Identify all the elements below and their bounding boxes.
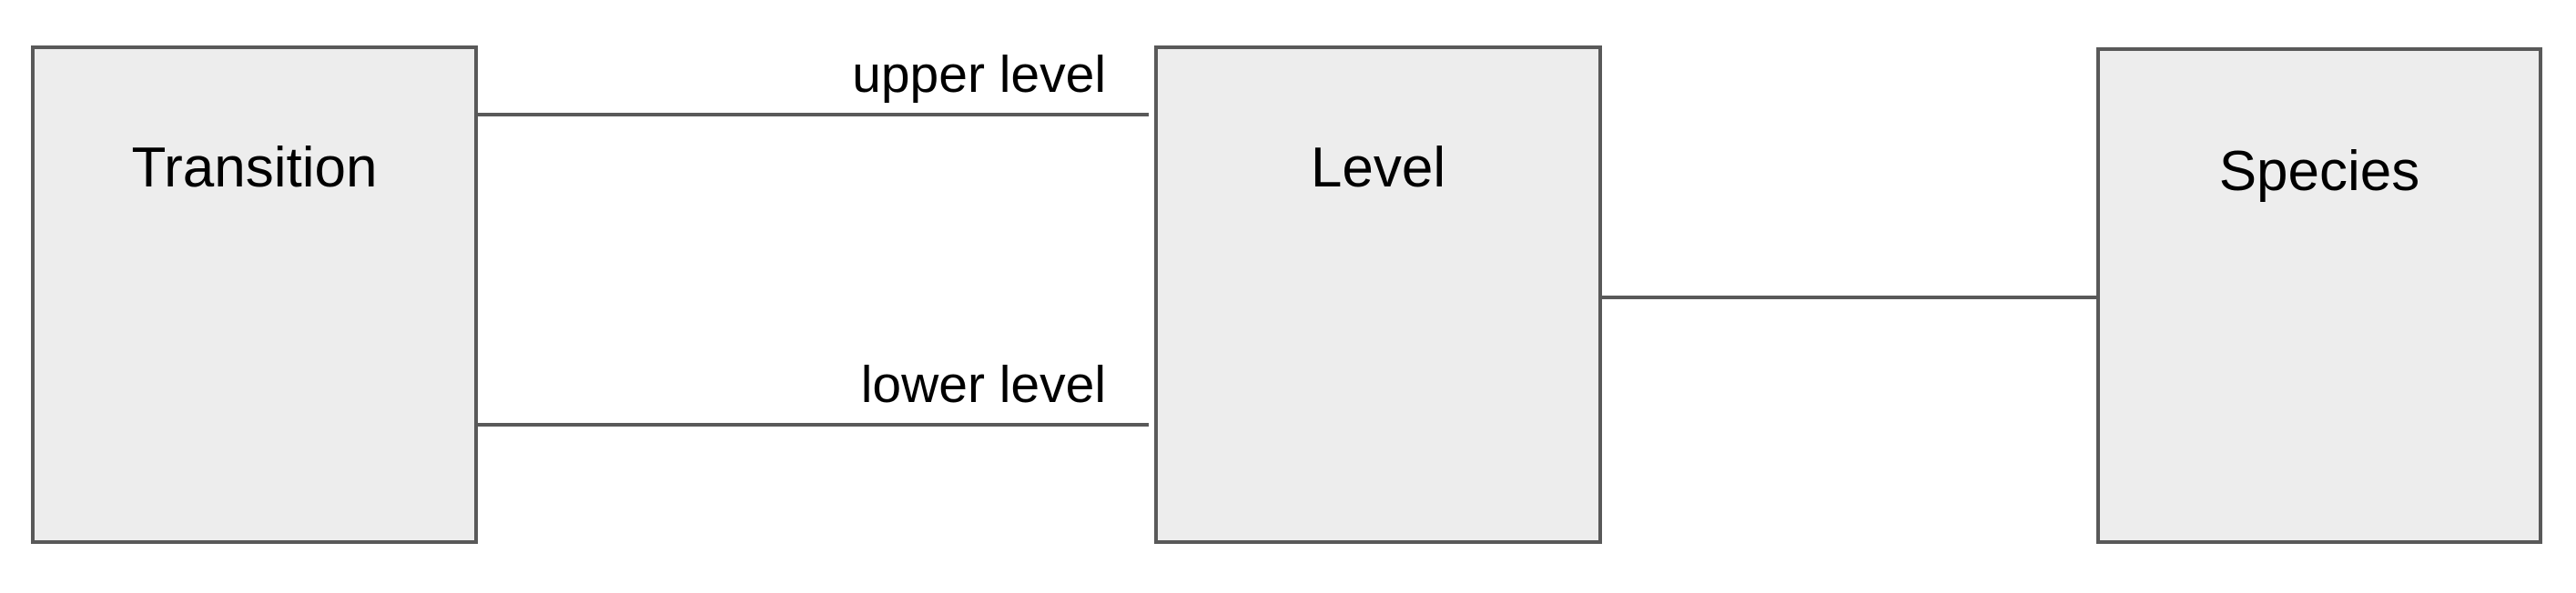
edge-label-lower-level: lower level <box>860 356 1106 414</box>
entity-box-transition[interactable]: Transition <box>31 45 478 544</box>
edge-label-upper-level: upper level <box>852 45 1106 104</box>
entity-label-level: Level <box>1310 136 1446 199</box>
entity-box-level[interactable]: Level <box>1154 45 1602 544</box>
connector-transition-level-upper[interactable] <box>478 113 1149 116</box>
connector-level-species[interactable] <box>1602 296 2096 299</box>
connector-transition-level-lower[interactable] <box>478 423 1149 427</box>
entity-label-species: Species <box>2218 140 2420 203</box>
entity-label-transition: Transition <box>131 136 378 199</box>
entity-box-species[interactable]: Species <box>2096 47 2542 544</box>
